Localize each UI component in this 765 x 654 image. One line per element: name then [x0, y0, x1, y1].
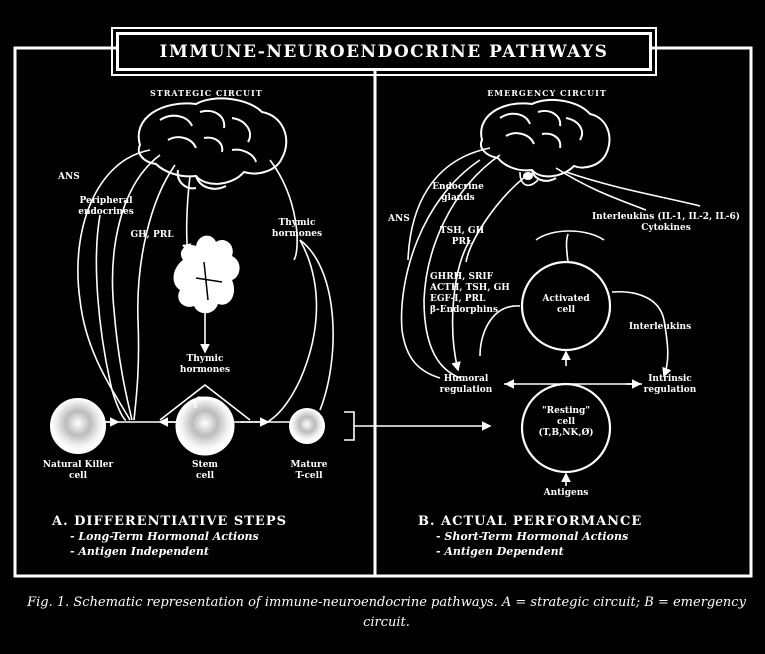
label-interleukins: Interleukins	[628, 322, 692, 332]
label-thymic-hormones: Thymic hormones	[271, 218, 323, 239]
label-endocrine-glands: Endocrine glands	[432, 182, 484, 203]
page-title: IMMUNE-NEUROENDOCRINE PATHWAYS	[159, 41, 609, 62]
label-interleukins-cytokines: Interleukins (IL-1, IL-2, IL-6) Cytokine…	[591, 212, 741, 233]
label-humoral-regulation: Humoral regulation	[439, 374, 493, 395]
left-pathways	[60, 149, 492, 441]
activated-cell-circle	[520, 260, 612, 352]
stem-cell-icon	[175, 396, 235, 456]
brain-icon	[137, 97, 288, 190]
strategic-circuit-title: STRATEGIC CIRCUIT	[150, 88, 263, 98]
thymus-icon	[173, 235, 240, 314]
label-activated-cell: Activated cell	[542, 294, 590, 315]
label-thymic-hormones-2: Thymic hormones	[179, 354, 231, 375]
label-mature-tcell: Mature T-cell	[290, 460, 328, 481]
label-ans-right: ANS	[388, 214, 410, 224]
outer-frame	[13, 46, 753, 578]
label-peripheral-endocrines: Peripheral endocrines	[78, 196, 134, 217]
right-pathways	[400, 147, 701, 486]
section-a-item-2: - Antigen Independent	[70, 545, 209, 558]
section-a-heading: A. DIFFERENTIATIVE STEPS	[52, 514, 287, 529]
figure-caption: Fig. 1. Schematic representation of immu…	[27, 595, 746, 630]
label-stem-cell: Stem cell	[192, 460, 218, 481]
label-gh-prl: GH, PRL	[130, 230, 174, 240]
stem-cell-tail	[194, 396, 205, 409]
brain-icon-right	[480, 98, 611, 182]
emergency-circuit-title: EMERGENCY CIRCUIT	[487, 88, 607, 98]
label-antigens: Antigens	[543, 488, 589, 498]
label-resting-cell: "Resting" cell (T,B,NK,Ø)	[538, 406, 594, 438]
section-b-heading: B. ACTUAL PERFORMANCE	[418, 514, 643, 529]
section-a: A. DIFFERENTIATIVE STEPS - Long-Term Hor…	[52, 514, 287, 559]
natural-killer-cell-icon	[50, 398, 106, 454]
section-b-item-2: - Antigen Dependent	[436, 545, 564, 558]
label-intrinsic-regulation: Intrinsic regulation	[643, 374, 697, 395]
label-tsh-gh-prl: TSH, GH PRL	[439, 226, 485, 247]
title-banner: IMMUNE-NEUROENDOCRINE PATHWAYS	[111, 27, 657, 76]
section-a-item-1: - Long-Term Hormonal Actions	[70, 530, 259, 543]
section-b: B. ACTUAL PERFORMANCE - Short-Term Hormo…	[418, 514, 642, 559]
section-b-item-1: - Short-Term Hormonal Actions	[436, 530, 629, 543]
label-ans-left: ANS	[58, 172, 80, 182]
resting-cell-circle	[520, 382, 612, 474]
pituitary-icon	[523, 172, 533, 180]
mature-tcell-icon	[289, 408, 325, 444]
label-hormones-list: GHRH, SRIF ACTH, TSH, GH EGF-I, PRL β-En…	[430, 272, 510, 315]
label-natural-killer-cell: Natural Killer cell	[42, 460, 114, 481]
